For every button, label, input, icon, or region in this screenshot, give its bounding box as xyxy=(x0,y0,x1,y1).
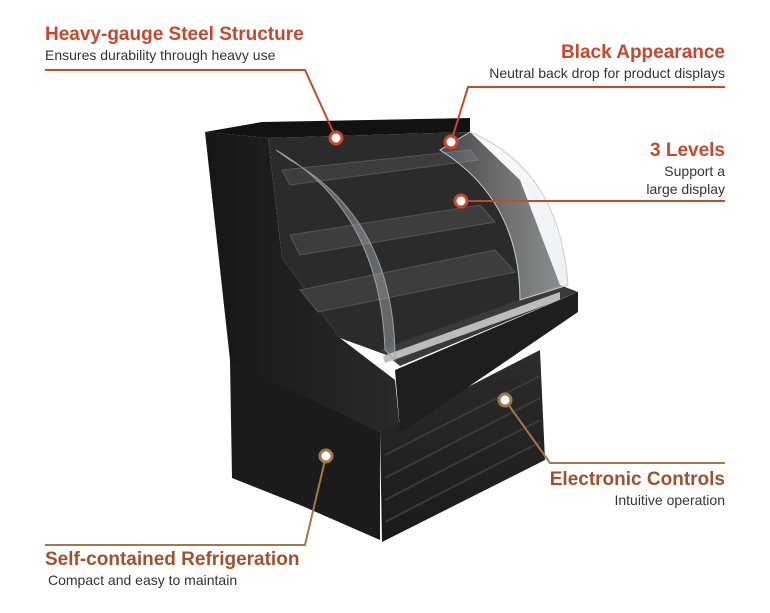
callout-title: 3 Levels xyxy=(650,140,725,161)
marker-dot-levels xyxy=(453,193,469,209)
callout-black-appearance: Black Appearance Neutral back drop for p… xyxy=(489,42,725,82)
case-base-left xyxy=(230,362,380,540)
callout-self-contained-refrigeration: Self-contained Refrigeration Compact and… xyxy=(45,549,299,589)
display-case xyxy=(205,118,578,542)
callout-electronic-controls: Electronic Controls Intuitive operation xyxy=(550,469,725,509)
leader-line-refrigeration xyxy=(45,455,327,546)
shelf-bottom xyxy=(299,249,516,313)
callout-title: Heavy-gauge Steel Structure xyxy=(45,24,304,45)
marker-dot-controls xyxy=(497,392,513,408)
callout-description-line-2: large display xyxy=(646,181,725,197)
price-rail xyxy=(383,292,560,363)
callout-description: Intuitive operation xyxy=(614,492,725,508)
callout-title: Self-contained Refrigeration xyxy=(45,549,300,570)
leader-line-black xyxy=(450,86,725,143)
case-left-side-upper xyxy=(205,132,400,432)
callout-description-line-1: Support a xyxy=(664,163,725,179)
callout-description: Ensures durability through heavy use xyxy=(45,47,276,63)
callout-steel-structure: Heavy-gauge Steel Structure Ensures dura… xyxy=(45,24,304,64)
callout-title: Electronic Controls xyxy=(549,469,725,490)
callout-title: Black Appearance xyxy=(560,42,725,63)
leader-line-controls xyxy=(504,399,725,464)
callout-3-levels: 3 Levels Support a large display xyxy=(646,140,725,198)
case-top-rail xyxy=(205,118,470,138)
glass-sneeze-guard xyxy=(439,131,569,301)
leader-line-steel xyxy=(45,69,337,139)
shelf-middle xyxy=(289,204,496,256)
callout-description: Compact and easy to maintain xyxy=(48,572,238,588)
marker-dot-refrigeration xyxy=(318,448,334,464)
shelves xyxy=(281,149,516,313)
marker-dot-steel xyxy=(328,130,344,146)
case-front-panel xyxy=(395,292,578,430)
callout-description: Neutral back drop for product displays xyxy=(489,65,725,81)
front-glass xyxy=(275,149,396,362)
marker-dot-black xyxy=(443,134,459,150)
